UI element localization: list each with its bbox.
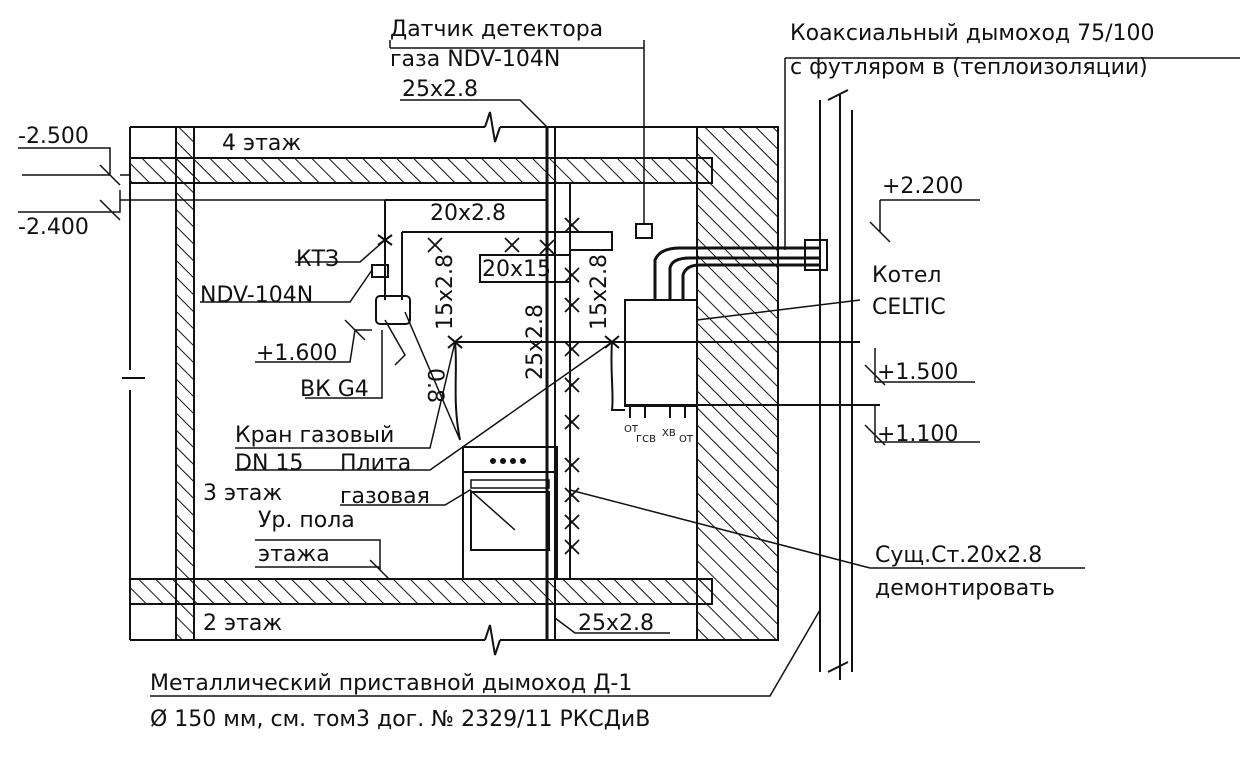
labels: Датчик детектора газа NDV-104N Коаксиаль…	[18, 17, 1155, 732]
floor-level-label-1: Ур. пола	[258, 508, 355, 533]
floor2-label: 2 этаж	[203, 611, 282, 636]
ndv-label: NDV-104N	[200, 283, 313, 308]
pipe-15-left-label: 15х2.8	[433, 254, 458, 330]
floor-level-label-2: этажа	[258, 542, 330, 567]
floor3-label: 3 этаж	[203, 481, 282, 506]
gas-meter	[375, 295, 411, 325]
bk-label: ВК G4	[300, 377, 369, 402]
metal-chimney	[819, 95, 853, 680]
floor4-label: 4 этаж	[222, 131, 301, 156]
level-plus-2200: +2.200	[882, 174, 963, 199]
pipe-25-top-label: 25х2.8	[402, 77, 478, 102]
flue-label-2: с футляром в (теплоизоляции)	[790, 55, 1148, 80]
sensor-label-1: Датчик детектора	[390, 17, 603, 42]
level-minus-2500: -2.500	[18, 124, 89, 149]
pipe-25-vertical-label: 25х2.8	[523, 304, 548, 380]
pipe-15-right-label: 15х2.8	[587, 254, 612, 330]
pipe-08-label: 0.8	[422, 368, 447, 403]
chimney-label-1: Металлический приставной дымоход Д-1	[150, 671, 632, 696]
pipe-25-bottom-label: 25х2.8	[578, 611, 654, 636]
pipe-20x15-label: 20х15	[482, 257, 551, 282]
boiler-ot-right: ОТ	[679, 434, 694, 445]
leader-lines	[18, 40, 1240, 697]
chimney-label-2: Ø 150 мм, см. том3 дог. № 2329/11 РКСДиВ	[150, 707, 650, 732]
existing-pipe-label-2: демонтировать	[875, 576, 1055, 601]
level-plus-1500: +1.500	[877, 360, 958, 385]
stove-label-2: газовая	[340, 484, 430, 509]
kt3-label: КТЗ	[296, 247, 339, 272]
gas-stove	[462, 446, 558, 580]
sensor-label-2: газа NDV-104N	[390, 47, 560, 72]
level-plus-1100: +1.100	[877, 422, 958, 447]
flue-label-1: Коаксиальный дымоход 75/100	[790, 21, 1155, 46]
existing-pipe-label-1: Сущ.Ст.20х2.8	[875, 543, 1042, 568]
existing-pipe-crosses	[427, 217, 580, 555]
slab-bottom	[129, 578, 713, 605]
boiler-label-2: CELTIC	[872, 295, 946, 320]
level-minus-2400: -2.400	[18, 215, 89, 240]
boiler-label-1: Котел	[872, 263, 942, 288]
pipe-20-top-label: 20х2.8	[430, 201, 506, 226]
stove-label-1: Плита	[340, 451, 411, 476]
left-column	[175, 126, 195, 641]
gas-sensor-box	[635, 223, 653, 239]
boiler-xv: ХВ	[662, 428, 676, 439]
tap-label-2: DN 15	[235, 451, 303, 476]
level-plus-1600: +1.600	[256, 341, 337, 366]
boiler	[624, 239, 828, 418]
building-structure	[122, 89, 853, 680]
boiler-gvs: ГСВ	[636, 434, 656, 445]
right-wall	[696, 126, 779, 641]
boiler-ot-left: ОТ	[624, 424, 639, 435]
slab-top	[129, 157, 713, 184]
tap-label-1: Кран газовый	[235, 423, 394, 448]
